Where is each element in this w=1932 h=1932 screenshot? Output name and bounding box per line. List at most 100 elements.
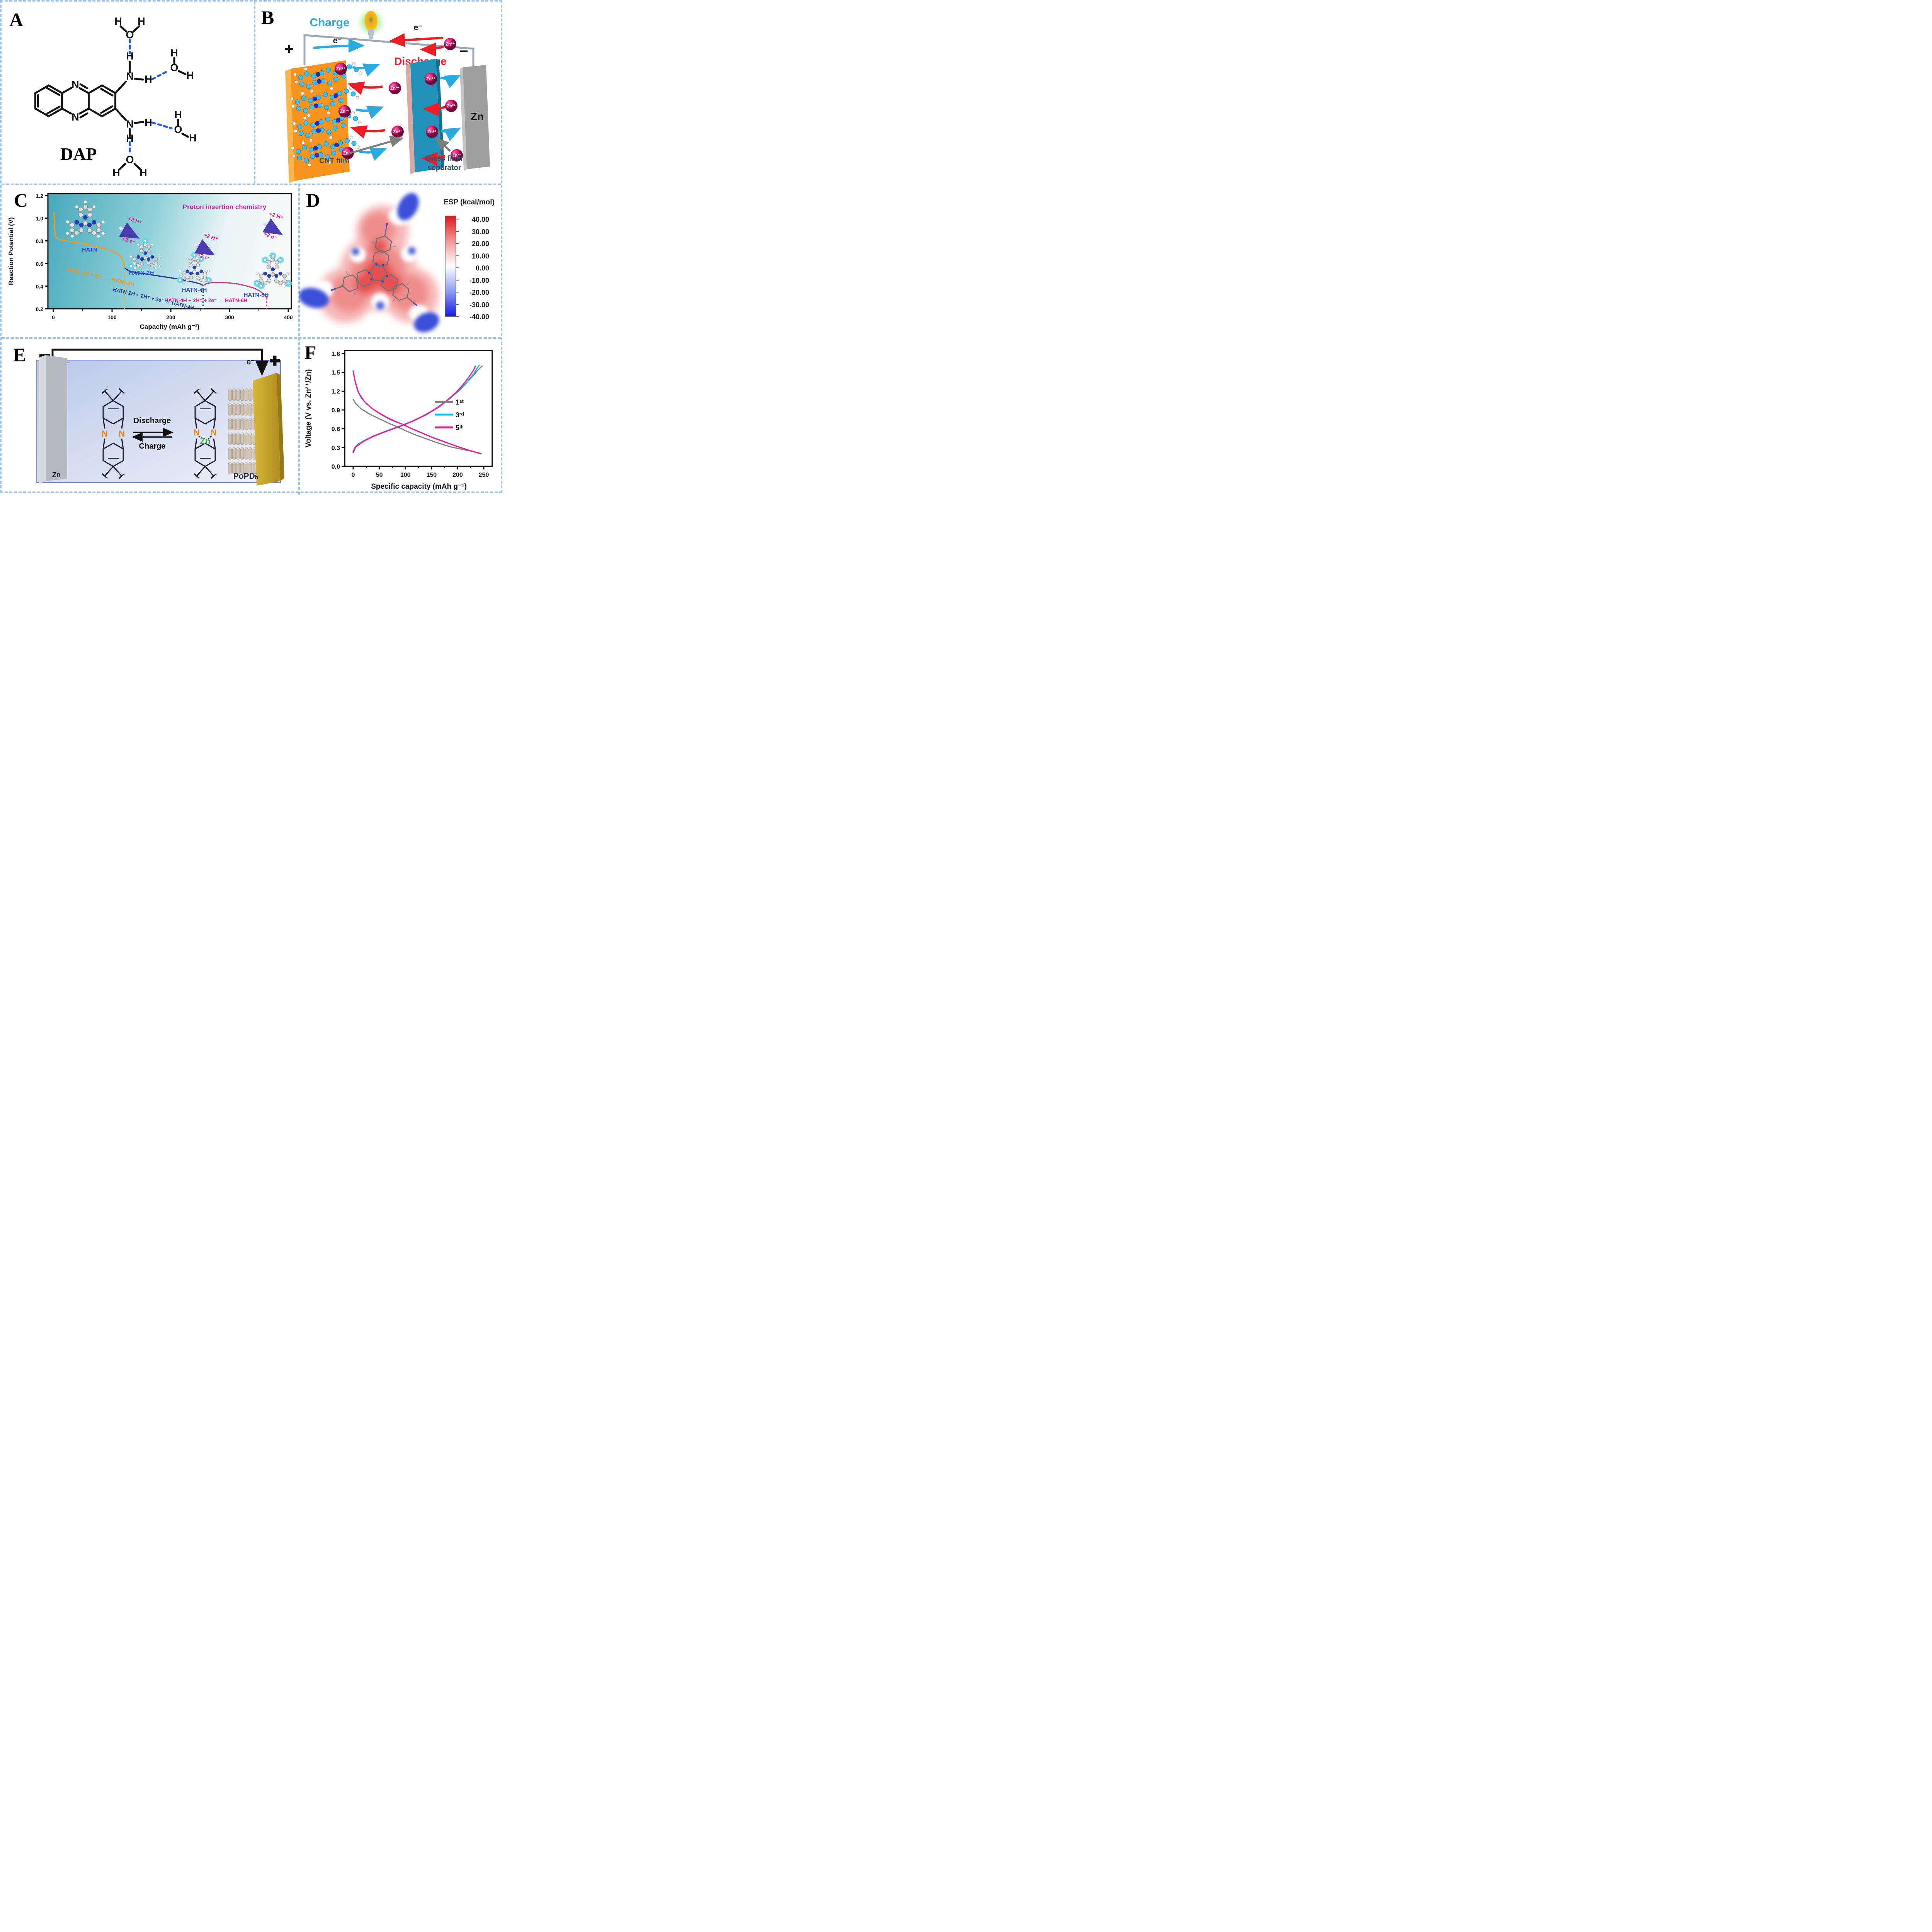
cbar-tick-0: 40.00 [472, 216, 489, 223]
cbar-tick-8: -40.00 [469, 313, 489, 321]
popd-electrode [253, 373, 281, 486]
zn-anode-slab [46, 355, 67, 481]
phenazine-skeleton [34, 61, 144, 139]
y-axis-label-c: Reaction Potential (V) [7, 217, 15, 285]
zn-anode-side [39, 355, 46, 484]
svg-text:Zn²⁺: Zn²⁺ [452, 153, 461, 158]
svg-text:Zn²⁺: Zn²⁺ [393, 130, 402, 134]
colorbar [445, 216, 456, 317]
panel-b-letter: B [261, 7, 274, 28]
x-axis-label-c: Capacity (mAh g⁻¹) [140, 323, 199, 330]
proton-arrows [119, 218, 283, 255]
panel-c-letter: C [14, 189, 28, 211]
plot-area-f [344, 350, 493, 467]
electron-right-e: e⁻ [247, 358, 255, 366]
cbar-tick-5: -10.00 [469, 277, 489, 284]
svg-text:Zn²⁺: Zn²⁺ [340, 109, 349, 114]
svg-text:0.2: 0.2 [36, 306, 44, 312]
n-left-2: N [119, 429, 125, 439]
cbar-tick-3: 10.00 [472, 252, 489, 260]
ion-arrows [347, 42, 461, 166]
charge-electron-arrow [313, 39, 365, 53]
col-divider-row1 [254, 2, 255, 184]
charge-label-e: Charge [139, 442, 166, 451]
zn-ion-badge: Zn²⁺ [426, 126, 438, 138]
panel-d: D ESP [299, 185, 503, 337]
svg-text:1.5: 1.5 [332, 370, 340, 376]
svg-text:1.8: 1.8 [332, 351, 340, 357]
legend-5th: 5ᵗʰ [456, 424, 464, 432]
amine1-h-right: H [145, 73, 152, 85]
molecule-insets-c [66, 200, 292, 289]
zn-plate-side [460, 67, 467, 171]
svg-text:Zn²⁺: Zn²⁺ [427, 130, 437, 134]
hatn6h-label: HATN-6H [244, 292, 269, 298]
hatn-stick-skeleton [330, 223, 418, 306]
plus-terminal-e [270, 355, 280, 366]
dap-label: DAP [60, 144, 97, 164]
zn-ion-badge: Zn²⁺ [389, 82, 401, 94]
svg-text:0.9: 0.9 [332, 407, 340, 414]
y-axis-label-f: Voltage (V vs. Zn²⁺/Zn) [304, 369, 313, 448]
bulb-base [367, 29, 374, 39]
zn-ion-badge: Zn²⁺ [445, 100, 457, 112]
svg-text:Zn²⁺: Zn²⁺ [447, 104, 456, 109]
svg-text:0.3: 0.3 [332, 445, 340, 451]
svg-text:150: 150 [426, 472, 437, 478]
hatn4h-label: HATN-4H [182, 287, 207, 293]
hatn2h-label: HATN-2H [129, 270, 154, 276]
panel-e-drawing: E e⁻ e⁻ Zn PoPDₕ N N N [13, 344, 284, 486]
popd-label: PoPDₕ [233, 472, 259, 481]
zn-ion-badge: Zn²⁺ [335, 63, 347, 75]
svg-text:200: 200 [452, 472, 463, 478]
water1-h1: H [114, 15, 122, 27]
panel-f-letter: F [304, 342, 316, 363]
zn-ion-badge: Zn²⁺ [444, 38, 456, 50]
polymer-structures [102, 388, 217, 479]
svg-text:1.0: 1.0 [36, 216, 44, 222]
svg-text:1.2: 1.2 [332, 388, 340, 395]
glass-fiber-arrow [435, 137, 451, 152]
n-right-1: N [194, 428, 200, 437]
legend-1st: 1ˢᵗ [456, 398, 464, 406]
panel-d-drawing: D ESP [299, 189, 495, 332]
cbar-tick-1: 30.00 [472, 228, 489, 236]
n-right-2: N [211, 428, 217, 437]
svg-text:0: 0 [352, 472, 355, 478]
water-bonds [118, 25, 189, 170]
charge-electron-label: e⁻ [333, 36, 342, 45]
n-left-1: N [102, 429, 108, 439]
minus-terminal: − [459, 43, 468, 60]
ring-n-bottom: N [71, 111, 79, 123]
amine2-h-down: H [126, 133, 134, 144]
cbar-tick-4: 0.00 [476, 264, 489, 272]
water3-o: O [174, 124, 182, 135]
panel-a: A [2, 2, 253, 184]
colorbar-title: ESP (kcal/mol) [444, 198, 495, 206]
zn-ion-badge: Zn²⁺ [451, 149, 463, 162]
svg-text:50: 50 [376, 472, 383, 478]
cnt-film-layer [406, 63, 415, 174]
water3-h1: H [174, 109, 182, 121]
esp-surface-blue [299, 193, 439, 332]
svg-text:100: 100 [400, 472, 411, 478]
svg-text:0: 0 [52, 314, 55, 320]
zn-ion-badge: Zn²⁺ [338, 105, 351, 117]
curves-f [352, 365, 483, 455]
charge-label: Charge [310, 16, 349, 29]
col-divider-rows23 [298, 184, 300, 495]
water2-o: O [170, 62, 178, 73]
zn-anode-label: Zn [52, 471, 61, 479]
water4-h2: H [139, 167, 147, 179]
zn-ion-badge: Zn²⁺ [391, 126, 404, 138]
svg-text:Zn²⁺: Zn²⁺ [336, 67, 345, 71]
panel-a-letter: A [9, 9, 23, 31]
zn-complex-label: Zn [200, 436, 211, 446]
cbar-tick-2: 20.00 [472, 240, 489, 248]
svg-text:Zn²⁺: Zn²⁺ [446, 42, 455, 47]
